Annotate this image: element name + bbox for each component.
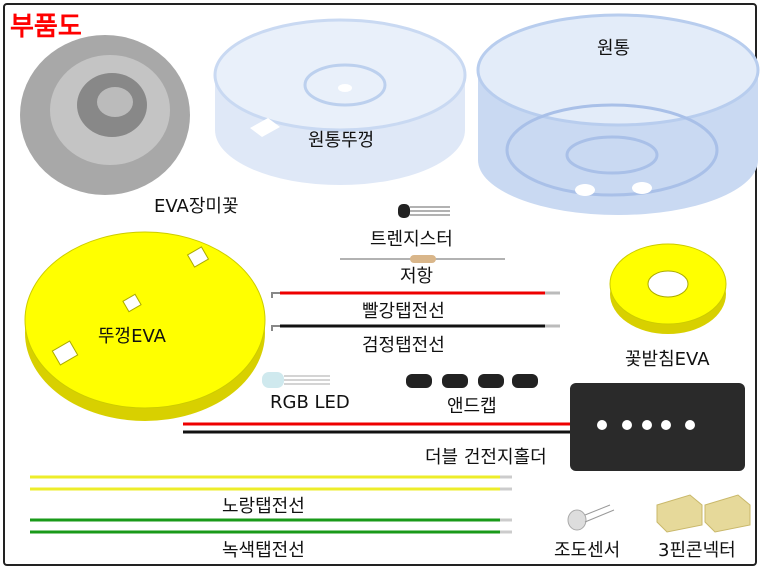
rose-image <box>20 35 190 195</box>
rose-label: EVA장미꽃 <box>154 196 239 217</box>
cylinder-image <box>476 13 760 215</box>
green-wire-label: 녹색탭전선 <box>222 540 305 561</box>
connector-image <box>656 494 751 533</box>
light-sensor-label: 조도센서 <box>554 540 621 561</box>
end-cap-image <box>406 374 538 388</box>
cylinder-lid-label: 원통뚜껑 <box>308 130 375 151</box>
calyx-eva-image <box>609 243 727 334</box>
calyx-eva-label: 꽃받침EVA <box>625 349 710 370</box>
transistor-image <box>398 204 450 218</box>
cylinder-lid-image <box>213 18 467 185</box>
cylinder-label: 원통 <box>597 38 631 59</box>
end-cap-label: 앤드캡 <box>447 396 497 417</box>
lid-eva-image <box>24 231 266 421</box>
battery-holder-image <box>183 383 745 471</box>
resistor-image <box>340 255 505 263</box>
frame <box>3 3 757 566</box>
yellow-wire-image <box>30 475 512 491</box>
connector-label: 3핀콘넥터 <box>658 540 736 561</box>
red-wire-image <box>271 291 560 298</box>
rgb-led-label: RGB LED <box>270 392 350 413</box>
red-wire-label: 빨강탭전선 <box>362 301 445 322</box>
yellow-wire-label: 노랑탭전선 <box>222 496 305 517</box>
transistor-label: 트렌지스터 <box>370 229 453 250</box>
rgb-led-image <box>262 372 330 388</box>
black-wire-label: 검정탭전선 <box>362 335 445 356</box>
black-wire-image <box>271 324 560 331</box>
page-title: 부품도 <box>10 12 82 42</box>
light-sensor-image <box>567 504 615 531</box>
battery-holder-label: 더블 건전지홀더 <box>425 447 547 468</box>
lid-eva-label: 뚜껑EVA <box>98 326 166 347</box>
resistor-label: 저항 <box>400 266 434 287</box>
green-wire-image <box>30 518 512 534</box>
